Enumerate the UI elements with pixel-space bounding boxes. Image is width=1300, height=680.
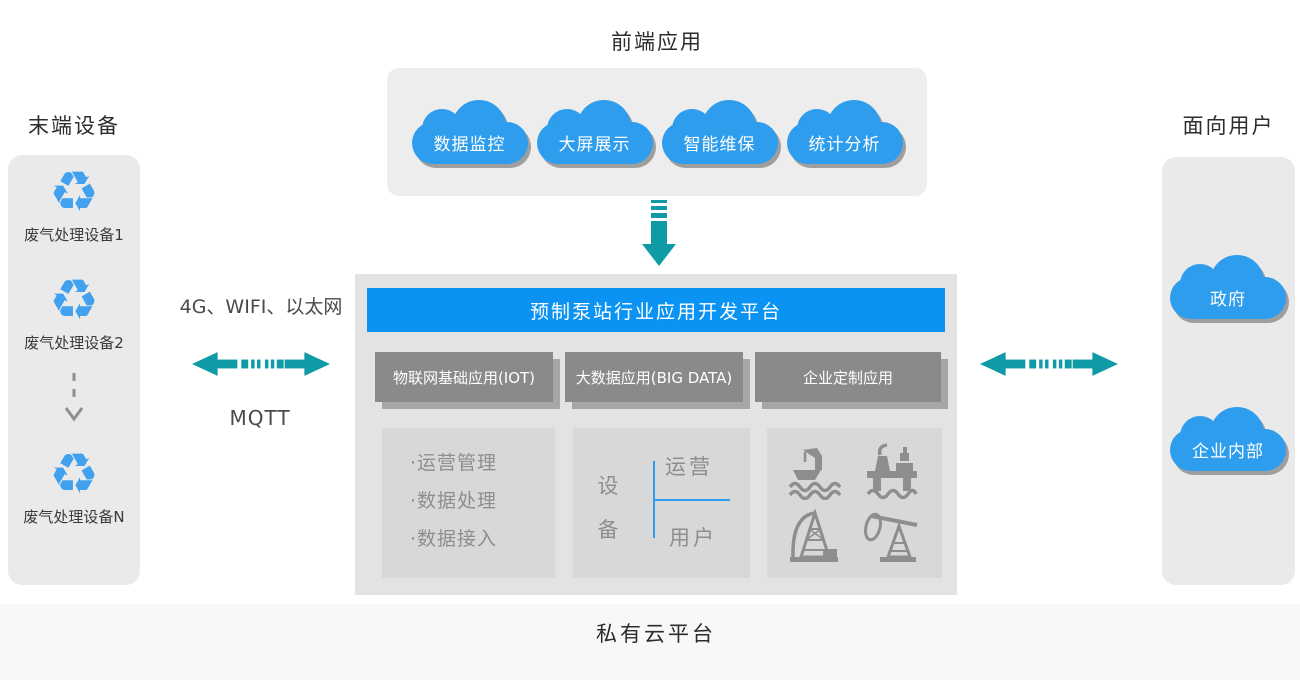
- protocols-label: 4G、WIFI、以太网: [179, 296, 343, 318]
- tab-big-data-app: 大数据应用(BIG DATA): [565, 352, 743, 402]
- cloud-base-icon: [1170, 277, 1286, 319]
- bigdata-device-label: 设备: [597, 474, 619, 542]
- users-box: 政府 企业内部: [1162, 157, 1295, 585]
- bigdata-user-label: 用户: [669, 526, 717, 550]
- cloud-base-icon: [411, 122, 528, 164]
- frontend-apps-title: 前端应用: [611, 30, 703, 54]
- cloud-big-screen: 大屏展示: [536, 100, 653, 164]
- oil-derrick-icon: [789, 507, 838, 562]
- footer-band: [0, 604, 1300, 680]
- device-item: ♻ 废气处理设备1: [24, 165, 124, 245]
- device-item: ♻ 废气处理设备2: [24, 273, 124, 353]
- custom-panel: [767, 428, 942, 578]
- dashed-down-arrow-icon: [62, 371, 86, 423]
- pumpjack-icon: [864, 512, 918, 562]
- bigdata-panel: 设备 运营 用户: [573, 428, 750, 578]
- cloud-government: 政府: [1170, 255, 1286, 319]
- platform-header: 预制泵站行业应用开发平台: [367, 288, 945, 332]
- platform-box: 预制泵站行业应用开发平台 物联网基础应用(IOT) 大数据应用(BIG DATA…: [355, 274, 957, 595]
- frontend-apps-box: 数据监控 大屏展示 智能维保 统计分析: [387, 68, 927, 196]
- cloud-enterprise-internal: 企业内部: [1170, 407, 1286, 471]
- offshore-platform-icon: [866, 442, 918, 499]
- device-label: 废气处理设备N: [23, 508, 125, 526]
- iot-panel-item: ·数据接入: [410, 528, 498, 550]
- iot-panel-item: ·数据处理: [410, 490, 498, 512]
- cloud-label: 统计分析: [808, 135, 881, 155]
- terminal-devices-box: ♻ 废气处理设备1 ♻ 废气处理设备2 ♻ 废气处理设备N: [8, 155, 140, 585]
- device-label: 废气处理设备2: [24, 334, 124, 352]
- tab-iot-basic-app: 物联网基础应用(IOT): [375, 352, 553, 402]
- cloud-base-icon: [536, 122, 653, 164]
- crane-ship-icon: [788, 447, 842, 500]
- cloud-data-monitoring: 数据监控: [411, 100, 528, 164]
- terminal-devices-title: 末端设备: [28, 114, 120, 138]
- iot-panel-item: ·运营管理: [410, 452, 498, 474]
- private-cloud-label: 私有云平台: [596, 622, 716, 646]
- bigdata-operation-label: 运营: [665, 455, 713, 479]
- cloud-label: 大屏展示: [558, 135, 631, 155]
- cloud-statistics: 统计分析: [786, 100, 903, 164]
- horizontal-divider-line: [654, 499, 730, 501]
- cloud-smart-maintenance: 智能维保: [661, 100, 778, 164]
- cloud-label: 政府: [1210, 290, 1246, 310]
- device-label: 废气处理设备1: [24, 226, 124, 244]
- down-arrow-icon: [640, 200, 678, 267]
- tab-enterprise-custom-app: 企业定制应用: [755, 352, 941, 402]
- cloud-label: 企业内部: [1192, 442, 1264, 462]
- iot-panel: ·运营管理 ·数据处理 ·数据接入: [382, 428, 555, 578]
- double-arrow-right-icon: [980, 350, 1118, 378]
- double-arrow-left-icon: [192, 350, 330, 378]
- cloud-base-icon: [786, 122, 903, 164]
- mqtt-label: MQTT: [229, 406, 291, 430]
- cloud-label: 智能维保: [683, 135, 756, 155]
- cloud-base-icon: [661, 122, 778, 164]
- cloud-label: 数据监控: [433, 135, 506, 155]
- recycle-icon: ♻: [48, 160, 100, 225]
- recycle-icon: ♻: [48, 442, 100, 507]
- cloud-base-icon: [1170, 429, 1286, 471]
- device-item: ♻ 废气处理设备N: [23, 447, 124, 527]
- users-title: 面向用户: [1182, 114, 1275, 138]
- recycle-icon: ♻: [48, 268, 100, 333]
